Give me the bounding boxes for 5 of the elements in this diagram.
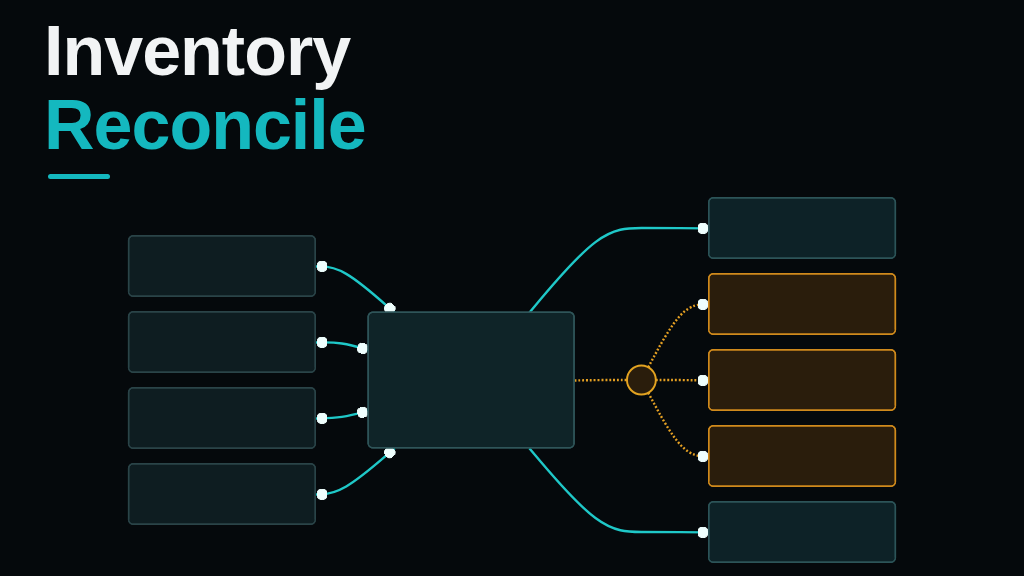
title: Inventory Reconcile	[44, 14, 367, 162]
connector	[315, 446, 396, 501]
connector	[315, 406, 369, 425]
node-circle	[626, 364, 657, 396]
connector	[315, 336, 369, 355]
